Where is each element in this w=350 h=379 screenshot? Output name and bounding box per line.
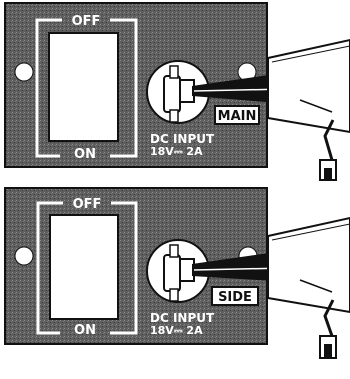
screw-hole-left xyxy=(14,246,34,266)
side-panel: OFF ON DC INPUT 18V⎓ 2A SIDE xyxy=(4,187,350,359)
power-adapter xyxy=(267,38,350,181)
power-cable xyxy=(192,72,290,104)
dc-input-label: DC INPUT xyxy=(150,132,215,146)
rocker-switch[interactable] xyxy=(48,32,119,142)
screw-hole-left xyxy=(14,62,34,82)
power-adapter xyxy=(267,216,350,359)
rocker-switch[interactable] xyxy=(49,214,119,320)
dc-rating-label: 18V⎓ 2A xyxy=(150,324,203,337)
cable-tag-label: MAIN xyxy=(218,109,257,124)
dc-plug xyxy=(163,65,195,123)
cable-tag xyxy=(211,286,259,306)
switch-off-label: OFF xyxy=(72,14,101,29)
main-panel: OFF ON DC INPUT 18V⎓ 2A MAIN xyxy=(4,2,350,181)
cable-tag-label: SIDE xyxy=(218,290,252,305)
power-cable xyxy=(192,250,290,282)
cable-tag xyxy=(214,105,260,125)
switch-on-label: ON xyxy=(74,147,96,162)
dc-input-label: DC INPUT xyxy=(150,311,215,325)
dc-rating-label: 18V⎓ 2A xyxy=(150,145,203,158)
switch-off-label: OFF xyxy=(73,197,102,212)
switch-on-label: ON xyxy=(74,323,96,338)
